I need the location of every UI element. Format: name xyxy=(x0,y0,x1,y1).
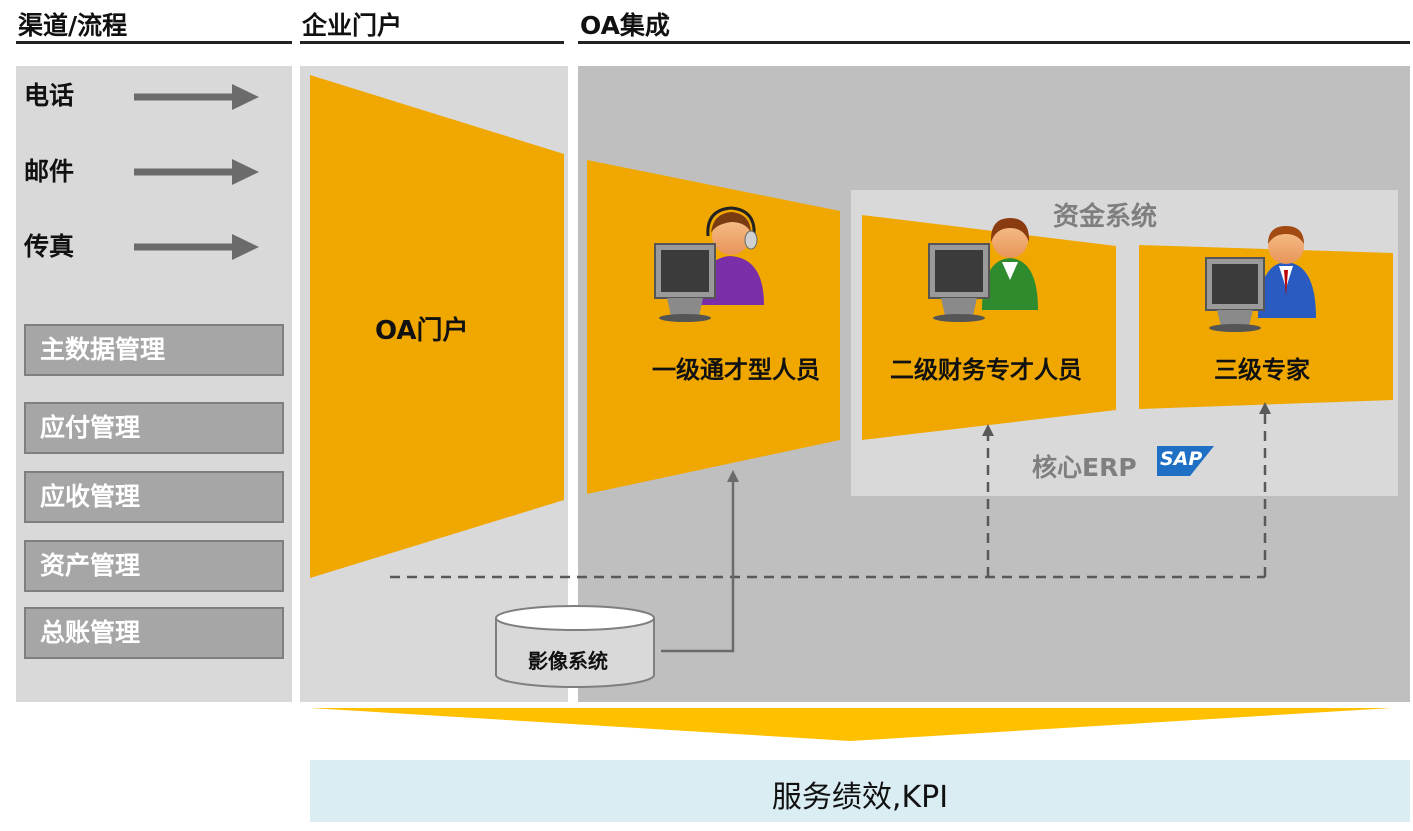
channel-fax: 传真 xyxy=(24,232,75,261)
imaging-arrowhead xyxy=(727,470,739,482)
module-master-data: 主数据管理 xyxy=(24,324,284,376)
module-receivables: 应收管理 xyxy=(24,471,284,523)
module-assets: 资产管理 xyxy=(24,540,284,592)
header-oa: OA集成 xyxy=(578,8,1410,44)
sap-logo-text: SAP xyxy=(1160,448,1203,470)
imaging-cylinder xyxy=(495,605,655,688)
imaging-connector xyxy=(661,480,735,653)
role-level2: 二级财务专才人员 xyxy=(890,356,1082,384)
header-channel: 渠道/流程 xyxy=(16,8,292,44)
sap-logo xyxy=(1157,446,1214,476)
dashed-connector xyxy=(390,412,1267,579)
role-level3: 三级专家 xyxy=(1214,356,1310,384)
kpi-bar: 服务绩效,KPI xyxy=(310,760,1410,822)
channel-phone: 电话 xyxy=(24,81,75,110)
role-level1: 一级通才型人员 xyxy=(652,356,820,384)
arrow-phone xyxy=(134,84,259,110)
imaging-label: 影像系统 xyxy=(528,649,608,673)
level3-funnel xyxy=(1139,245,1393,409)
portal-funnel xyxy=(310,75,564,578)
module-general-ledger: 总账管理 xyxy=(24,607,284,659)
level2-funnel xyxy=(862,215,1116,440)
channel-email: 邮件 xyxy=(24,157,75,186)
headset-operator-icon xyxy=(654,206,764,322)
kpi-chevron xyxy=(310,708,1392,741)
dashed-arrowhead-level2 xyxy=(982,424,994,436)
expert-icon xyxy=(1205,226,1316,332)
dashed-arrowhead-level3 xyxy=(1259,402,1271,414)
arrow-fax xyxy=(134,234,259,260)
header-portal: 企业门户 xyxy=(300,8,564,44)
level1-funnel xyxy=(587,160,840,494)
module-payables: 应付管理 xyxy=(24,402,284,454)
finance-specialist-icon xyxy=(928,218,1038,322)
erp-label: 核心ERP xyxy=(1032,453,1137,482)
kpi-label: 服务绩效,KPI xyxy=(771,780,949,815)
portal-label: OA门户 xyxy=(375,316,469,346)
fund-system-label: 资金系统 xyxy=(1053,202,1158,232)
arrow-email xyxy=(134,159,259,185)
